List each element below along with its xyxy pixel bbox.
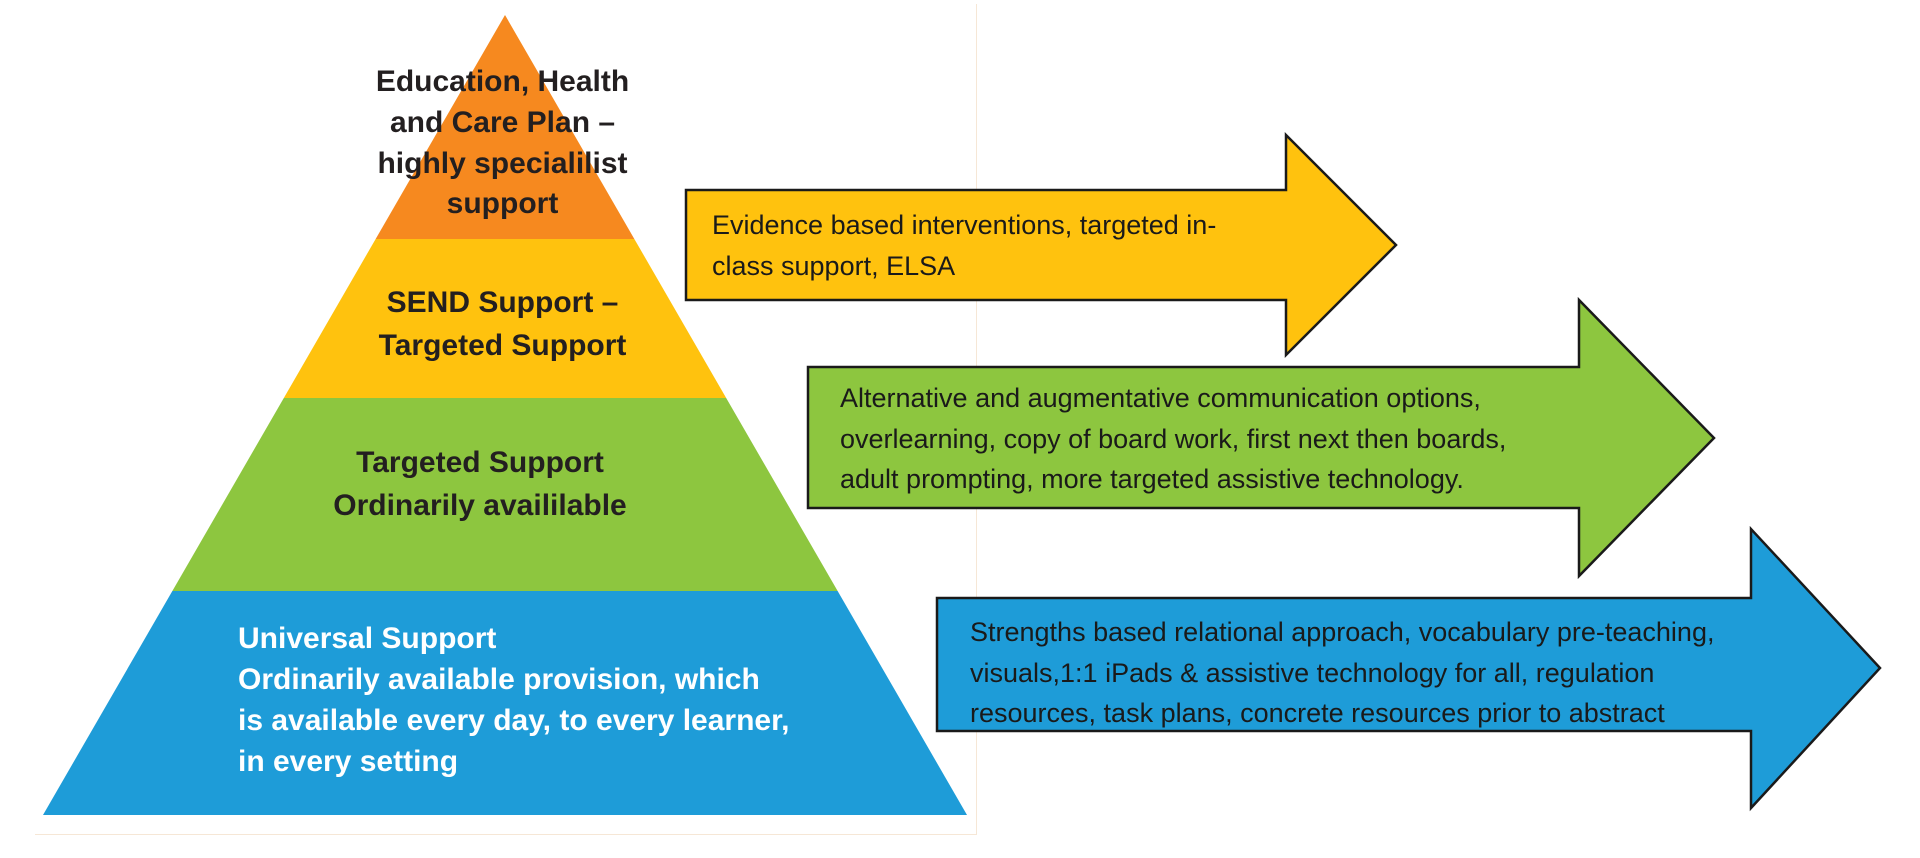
arrow-label-ordinarily-available: Alternative and augmentative communicati… (840, 383, 1507, 494)
pyramid-label-targeted: Targeted Support Ordinarily availilable (333, 446, 627, 522)
arrow-label-targeted-interventions: Evidence based interventions, targeted i… (712, 210, 1217, 281)
right-arrow-icon-universal-provision (935, 525, 1882, 812)
right-arrow-shape (935, 525, 1882, 812)
pyramid-label-universal: Universal Support Ordinarily available p… (238, 622, 790, 779)
right-arrow-shape (684, 131, 1398, 359)
pyramid-label-send: SEND Support – Targeted Support (378, 286, 627, 362)
right-arrow-icon-targeted-interventions (684, 131, 1398, 359)
arrow-label-universal-provision: Strengths based relational approach, voc… (970, 617, 1715, 728)
pyramid-tier-universal (43, 591, 967, 815)
right-arrow-shape (806, 296, 1716, 580)
pyramid-label-ehcp: Education, Health and Care Plan – highly… (375, 65, 630, 221)
right-arrow-icon-ordinarily-available (806, 296, 1716, 580)
